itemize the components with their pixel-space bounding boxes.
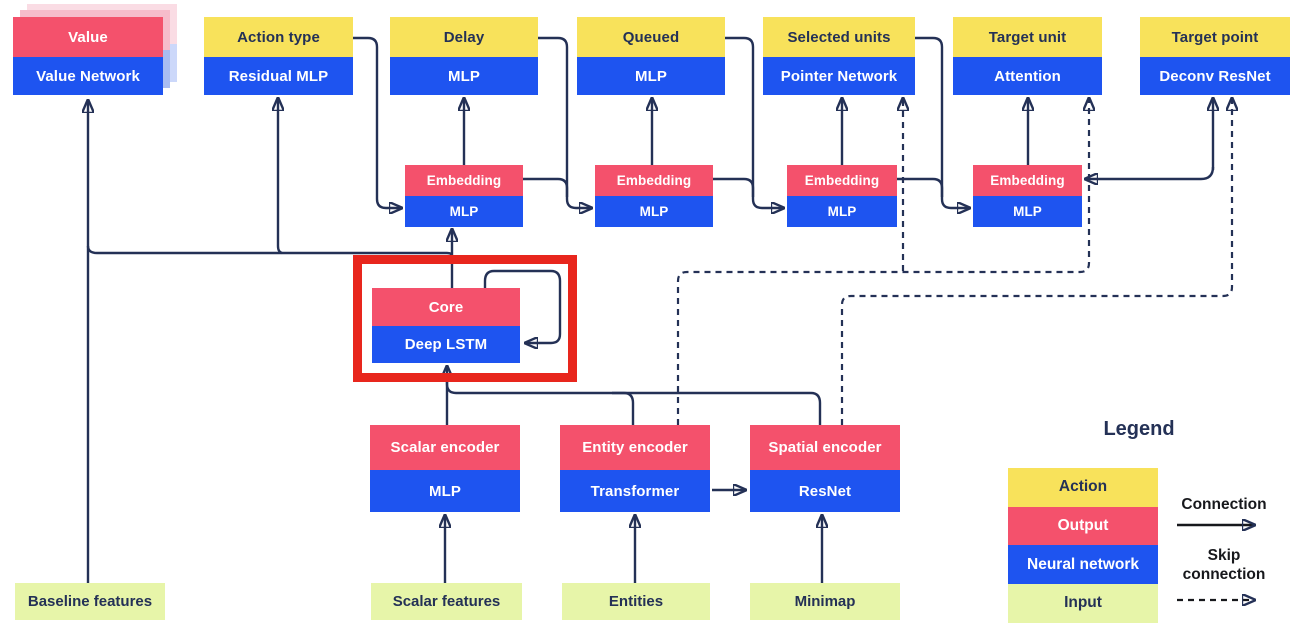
scalar-encoder-label: Scalar encoder <box>370 425 520 470</box>
wire-lstm-recurrent-loop <box>483 269 562 343</box>
selected-units-head: Selected units Pointer Network <box>763 17 915 95</box>
legend-box: Action Output Neural network Input <box>1008 468 1158 623</box>
embedding-1-label: Embedding <box>405 165 523 196</box>
value-network-label: Value Network <box>13 57 163 95</box>
input-scalar-features: Scalar features <box>371 583 522 620</box>
wire-action-type-chain <box>353 36 401 208</box>
scalar-encoder: Scalar encoder MLP <box>370 425 520 512</box>
embedding-3-mlp-label: MLP <box>787 196 897 227</box>
transformer-label: Transformer <box>560 470 710 512</box>
wire-target-unit-horizontal <box>1086 166 1215 179</box>
queued-mlp-label: MLP <box>577 57 725 95</box>
action-type-head: Action type Residual MLP <box>204 17 353 95</box>
attention-label: Attention <box>953 57 1102 95</box>
wire-selected-units-chain <box>915 36 969 208</box>
queued-head: Queued MLP <box>577 17 725 95</box>
wire-embedding3-out <box>897 177 944 197</box>
legend-item-output: Output <box>1008 506 1158 546</box>
core-label: Core <box>372 288 520 326</box>
wire-embedding2-out <box>713 177 755 197</box>
entity-encoder-label: Entity encoder <box>560 425 710 470</box>
highlight-rectangle <box>353 255 577 382</box>
deep-lstm-label: Deep LSTM <box>372 326 520 363</box>
wire-embedding1-out <box>523 177 569 197</box>
embedding-4-mlp-label: MLP <box>973 196 1082 227</box>
legend-item-action: Action <box>1008 468 1158 507</box>
wire-spatial-skip-to-deconv <box>840 99 1232 425</box>
value-head: Value Value Network <box>13 17 163 95</box>
embedding-4-label: Embedding <box>973 165 1082 196</box>
spatial-encoder-label: Spatial encoder <box>750 425 900 470</box>
delay-mlp-label: MLP <box>390 57 538 95</box>
embedding-2-mlp-label: MLP <box>595 196 713 227</box>
wire-entity-to-collector <box>612 391 635 425</box>
target-unit-head: Target unit Attention <box>953 17 1102 95</box>
selected-units-label: Selected units <box>763 17 915 57</box>
delay-head: Delay MLP <box>390 17 538 95</box>
embedding-2-label: Embedding <box>595 165 713 196</box>
input-entities: Entities <box>562 583 710 620</box>
wire-queued-chain <box>725 36 783 208</box>
embedding-3: Embedding MLP <box>787 165 897 227</box>
wire-core-branch-left <box>86 245 454 257</box>
wire-entity-skip-to-attention <box>676 99 1089 425</box>
wire-encoders-collector <box>445 376 822 425</box>
action-type-label: Action type <box>204 17 353 57</box>
embedding-2: Embedding MLP <box>595 165 713 227</box>
legend-item-neural-network: Neural network <box>1008 545 1158 585</box>
embedding-3-label: Embedding <box>787 165 897 196</box>
legend-connection-label: Connection <box>1181 496 1267 513</box>
target-point-label: Target point <box>1140 17 1290 57</box>
pointer-network-label: Pointer Network <box>763 57 915 95</box>
value-label: Value <box>13 17 163 57</box>
spatial-encoder: Spatial encoder ResNet <box>750 425 900 512</box>
input-minimap: Minimap <box>750 583 900 620</box>
deconv-resnet-label: Deconv ResNet <box>1140 57 1290 95</box>
target-point-head: Target point Deconv ResNet <box>1140 17 1290 95</box>
embedding-1: Embedding MLP <box>405 165 523 227</box>
scalar-encoder-mlp-label: MLP <box>370 470 520 512</box>
entity-encoder: Entity encoder Transformer <box>560 425 710 512</box>
legend-skip-connection-label: Skip connection <box>1182 547 1266 584</box>
core-block: Core Deep LSTM <box>372 288 520 363</box>
queued-label: Queued <box>577 17 725 57</box>
embedding-4: Embedding MLP <box>973 165 1082 227</box>
legend-title: Legend <box>1103 418 1175 440</box>
legend-item-input: Input <box>1008 584 1158 623</box>
input-baseline-features: Baseline features <box>15 583 165 620</box>
wire-branch-to-action-type <box>278 99 282 255</box>
target-unit-label: Target unit <box>953 17 1102 57</box>
residual-mlp-label: Residual MLP <box>204 57 353 95</box>
delay-label: Delay <box>390 17 538 57</box>
resnet-label: ResNet <box>750 470 900 512</box>
wire-delay-chain <box>538 36 591 208</box>
embedding-1-mlp-label: MLP <box>405 196 523 227</box>
